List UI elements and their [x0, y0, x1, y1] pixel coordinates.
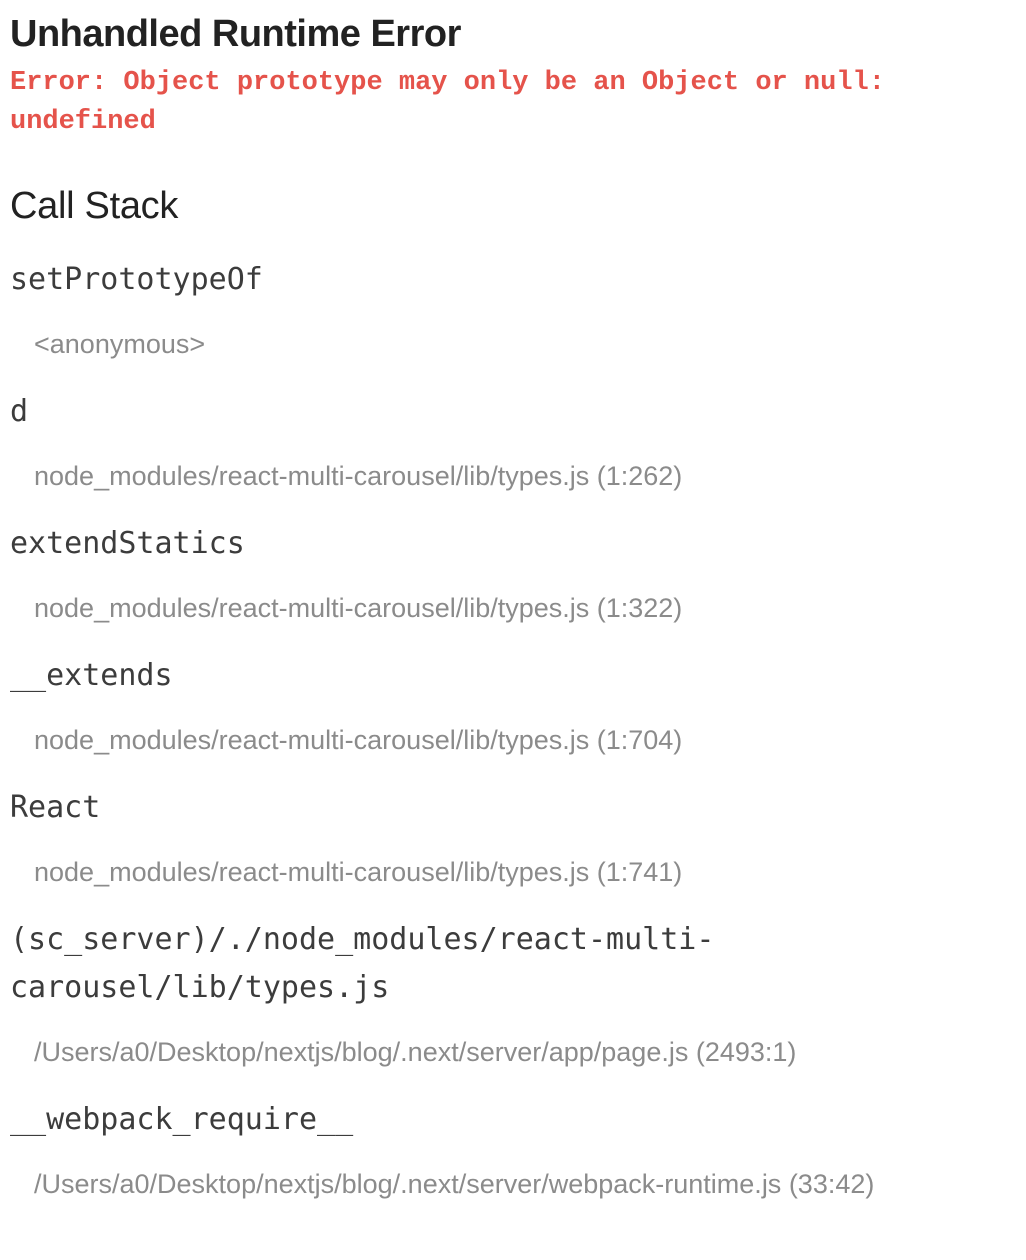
call-stack-list: setPrototypeOf <anonymous> d node_module… — [10, 256, 1016, 1200]
runtime-error-overlay: Unhandled Runtime Error Error: Object pr… — [10, 12, 1016, 1200]
frame-location[interactable]: node_modules/react-multi-carousel/lib/ty… — [34, 461, 683, 491]
call-stack-frame: __webpack_require__ /Users/a0/Desktop/ne… — [10, 1096, 1016, 1200]
frame-function-name: (sc_server)/./node_modules/react-multi-c… — [10, 922, 715, 1005]
frame-location[interactable]: node_modules/react-multi-carousel/lib/ty… — [34, 725, 683, 755]
frame-location[interactable]: /Users/a0/Desktop/nextjs/blog/.next/serv… — [34, 1169, 875, 1199]
call-stack-frame: React node_modules/react-multi-carousel/… — [10, 784, 1016, 888]
frame-function-name: d — [10, 394, 29, 429]
call-stack-frame: (sc_server)/./node_modules/react-multi-c… — [10, 916, 1016, 1068]
call-stack-heading: Call Stack — [10, 185, 179, 227]
frame-function-name: extendStatics — [10, 526, 245, 561]
frame-function-name: React — [10, 790, 101, 825]
call-stack-frame: __extends node_modules/react-multi-carou… — [10, 652, 1016, 756]
frame-function-name: setPrototypeOf — [10, 262, 263, 297]
call-stack-frame: setPrototypeOf <anonymous> — [10, 256, 1016, 360]
call-stack-frame: extendStatics node_modules/react-multi-c… — [10, 520, 1016, 624]
error-message[interactable]: Error: Object prototype may only be an O… — [10, 68, 902, 137]
frame-location[interactable]: <anonymous> — [34, 329, 206, 359]
frame-function-name: __webpack_require__ — [10, 1102, 354, 1137]
frame-location[interactable]: node_modules/react-multi-carousel/lib/ty… — [34, 593, 683, 623]
frame-location[interactable]: node_modules/react-multi-carousel/lib/ty… — [34, 857, 683, 887]
error-title: Unhandled Runtime Error — [10, 13, 461, 55]
frame-location[interactable]: /Users/a0/Desktop/nextjs/blog/.next/serv… — [34, 1037, 797, 1067]
frame-function-name: __extends — [10, 658, 173, 693]
call-stack-frame: d node_modules/react-multi-carousel/lib/… — [10, 388, 1016, 492]
